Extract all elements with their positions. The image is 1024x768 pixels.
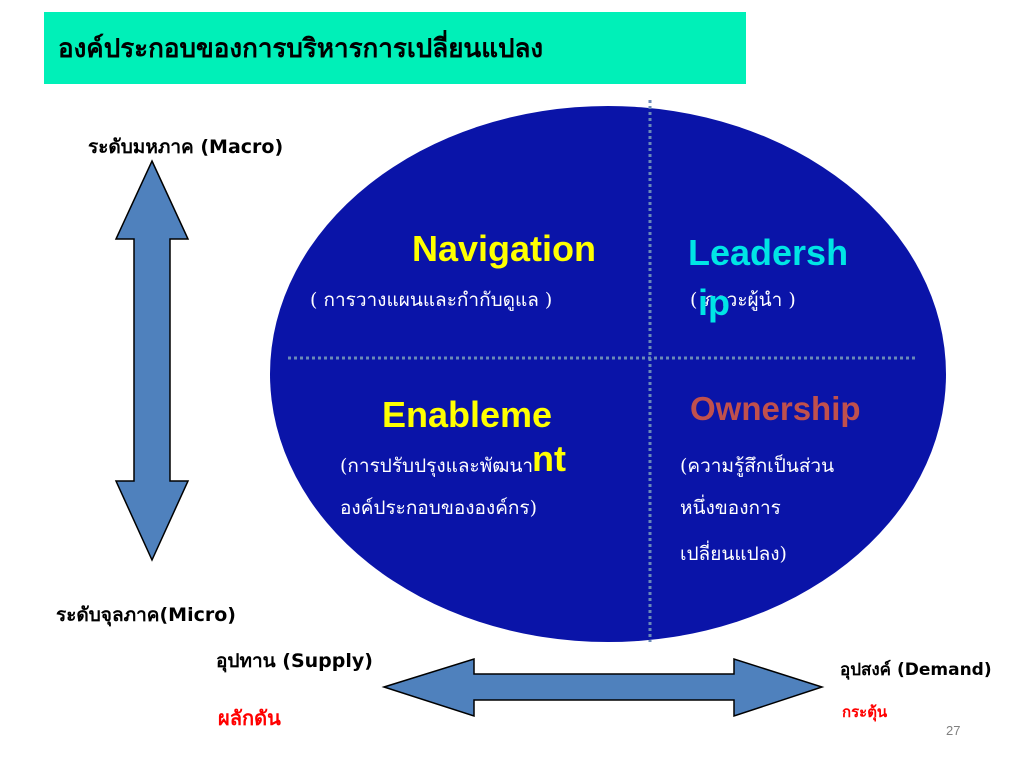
title-banner: องค์ประกอบของการบริหารการเปลี่ยนแปลง	[44, 12, 746, 84]
demand-label: อุปสงค์ (Demand)	[840, 660, 992, 680]
leadership-title-line1: Leadersh	[688, 232, 849, 273]
push-label: ผลักดัน	[218, 706, 281, 730]
ownership-desc-line3: เปลี่ยนแปลง)	[680, 543, 787, 565]
navigation-title: Navigation	[412, 228, 597, 269]
central-ellipse	[270, 106, 946, 642]
macro-label: ระดับมหภาค (Macro)	[88, 136, 284, 158]
ownership-desc-line2: หนึ่งของการ	[680, 497, 781, 519]
enablement-title-line2: nt	[532, 438, 566, 479]
page-number: 27	[946, 723, 961, 738]
micro-label: ระดับจุลภาค(Micro)	[56, 604, 236, 626]
leadership-desc: ( ภาวะผู้นำ )	[690, 289, 796, 311]
supply-label: อุปทาน (Supply)	[216, 650, 373, 672]
leadership-title-line2: ip	[698, 282, 730, 323]
horizontal-double-arrow	[381, 657, 825, 718]
navigation-desc: ( การวางแผนและกำกับดูแล )	[310, 289, 553, 311]
enablement-desc-line1: (การปรับปรุงและพัฒนา	[340, 455, 534, 477]
stimulate-label: กระตุ้น	[842, 703, 888, 721]
vertical-double-arrow	[114, 159, 190, 562]
ownership-desc-line1: (ความรู้สึกเป็นส่วน	[680, 455, 835, 477]
enablement-title-line1: Enableme	[382, 394, 553, 435]
enablement-desc-line2: องค์ประกอบขององค์กร)	[340, 497, 538, 519]
ownership-title: Ownership	[690, 390, 861, 427]
page-title: องค์ประกอบของการบริหารการเปลี่ยนแปลง	[58, 33, 544, 64]
